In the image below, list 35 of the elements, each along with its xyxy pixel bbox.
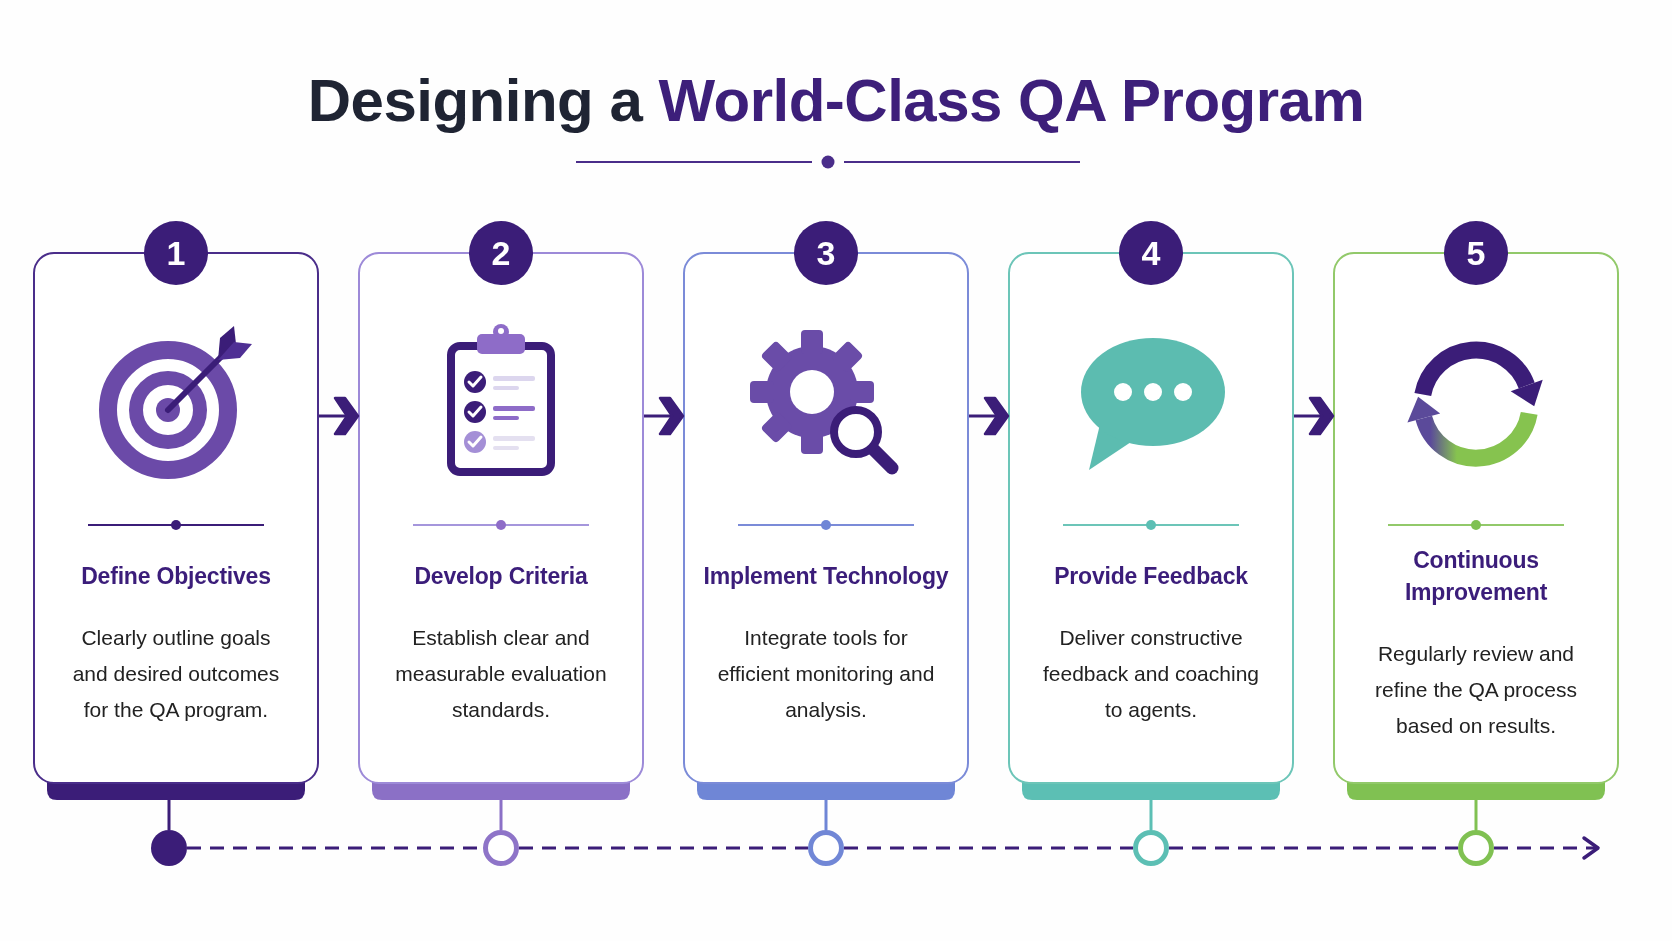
step-card [1333, 221, 1619, 800]
step-title: Define Objectives [81, 562, 271, 591]
step-title: Continuous Improvement [1403, 546, 1549, 607]
step-card [33, 221, 319, 800]
step-card [683, 221, 969, 800]
timeline-dot [1458, 830, 1494, 866]
timeline-dot [151, 830, 187, 866]
step-number-badge: 2 [469, 221, 533, 285]
step-card [1008, 221, 1294, 800]
step-number-badge: 3 [794, 221, 858, 285]
step-number-badge: 4 [1119, 221, 1183, 285]
step-description: Establish clear and measurable evaluation standards. [394, 625, 608, 723]
step-description: Deliver constructive feedback and coaching to agents. [1042, 625, 1260, 723]
timeline-dot [808, 830, 844, 866]
connector-line [167, 800, 171, 830]
connector-line [1149, 800, 1153, 830]
step-number-badge: 5 [1444, 221, 1508, 285]
step-description: Integrate tools for efficient monitoring and analysis. [716, 625, 936, 723]
dashed-connector-line [1169, 846, 1458, 850]
connector-line [1474, 800, 1478, 830]
dashed-connector-line [519, 846, 808, 850]
step-title: Provide Feedback [1054, 562, 1248, 591]
step-title: Develop Criteria [414, 562, 588, 591]
timeline-dot [1133, 830, 1169, 866]
step-description: Clearly outline goals and desired outcomes for the QA program. [71, 625, 281, 723]
timeline-dot [483, 830, 519, 866]
step-title: Implement Technology [703, 562, 949, 591]
step-description: Regularly review and refine the QA process based on results. [1374, 641, 1578, 739]
title: Designing a World-Class QA Program [307, 66, 1365, 136]
step-number-badge: 1 [144, 221, 208, 285]
dashed-arrow [1494, 836, 1600, 860]
dashed-connector-line [844, 846, 1133, 850]
connector-line [824, 800, 828, 830]
connector-line [499, 800, 503, 830]
step-card [358, 221, 644, 800]
